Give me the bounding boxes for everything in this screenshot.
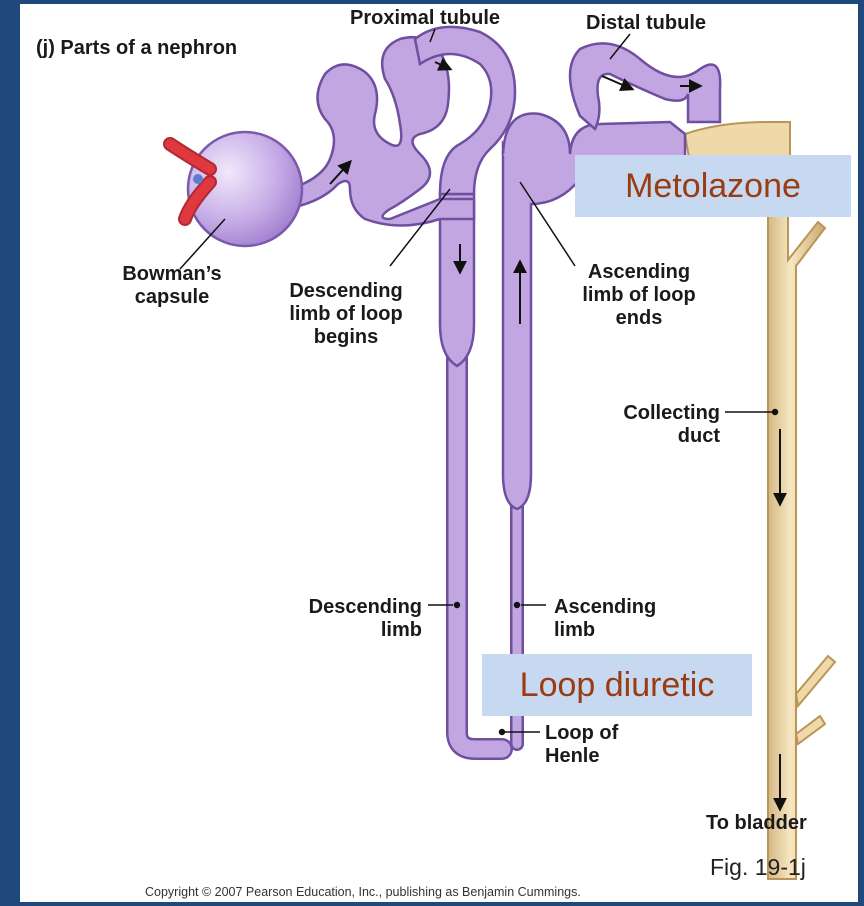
- label-distal-tubule: Distal tubule: [586, 12, 706, 35]
- panel-title: (j) Parts of a nephron: [36, 37, 237, 60]
- nephron-drawing: [20, 4, 858, 902]
- label-desc-limb-line1: Descending: [262, 596, 422, 619]
- label-bowmans-capsule: Bowman’s capsule: [112, 263, 232, 309]
- label-asc-loop-line3: ends: [568, 307, 710, 330]
- label-proximal-tubule: Proximal tubule: [350, 7, 500, 30]
- label-bowmans-capsule-line2: capsule: [112, 286, 232, 309]
- label-loop-of-henle: Loop of Henle: [545, 722, 618, 768]
- label-asc-loop-line1: Ascending: [568, 261, 710, 284]
- label-descending-limb: Descending limb: [262, 596, 422, 642]
- nephron-figure: (j) Parts of a nephron Proximal tubule D…: [20, 4, 858, 902]
- label-descending-limb-begins: Descending limb of loop begins: [268, 280, 424, 349]
- label-loop-henle-line1: Loop of: [545, 722, 618, 745]
- copyright-notice: Copyright © 2007 Pearson Education, Inc.…: [145, 885, 581, 899]
- loop-diuretic-overlay: Loop diuretic: [482, 654, 752, 716]
- label-asc-loop-line2: limb of loop: [568, 284, 710, 307]
- label-desc-loop-line3: begins: [268, 326, 424, 349]
- label-collecting-line1: Collecting: [580, 402, 720, 425]
- label-asc-limb-line2: limb: [554, 619, 656, 642]
- label-collecting-duct: Collecting duct: [580, 402, 720, 448]
- label-collecting-line2: duct: [580, 425, 720, 448]
- figure-number: Fig. 19-1j: [710, 854, 806, 881]
- label-desc-loop-line1: Descending: [268, 280, 424, 303]
- label-desc-limb-line2: limb: [262, 619, 422, 642]
- bowmans-capsule: [170, 132, 302, 246]
- label-bowmans-capsule-line1: Bowman’s: [112, 263, 232, 286]
- label-loop-henle-line2: Henle: [545, 745, 618, 768]
- metolazone-overlay: Metolazone: [575, 155, 851, 217]
- label-asc-limb-line1: Ascending: [554, 596, 656, 619]
- label-to-bladder: To bladder: [706, 812, 807, 835]
- label-desc-loop-line2: limb of loop: [268, 303, 424, 326]
- proximal-tubule: [270, 27, 515, 226]
- label-ascending-limb: Ascending limb: [554, 596, 656, 642]
- collecting-duct: [685, 122, 835, 879]
- label-ascending-limb-ends: Ascending limb of loop ends: [568, 261, 710, 330]
